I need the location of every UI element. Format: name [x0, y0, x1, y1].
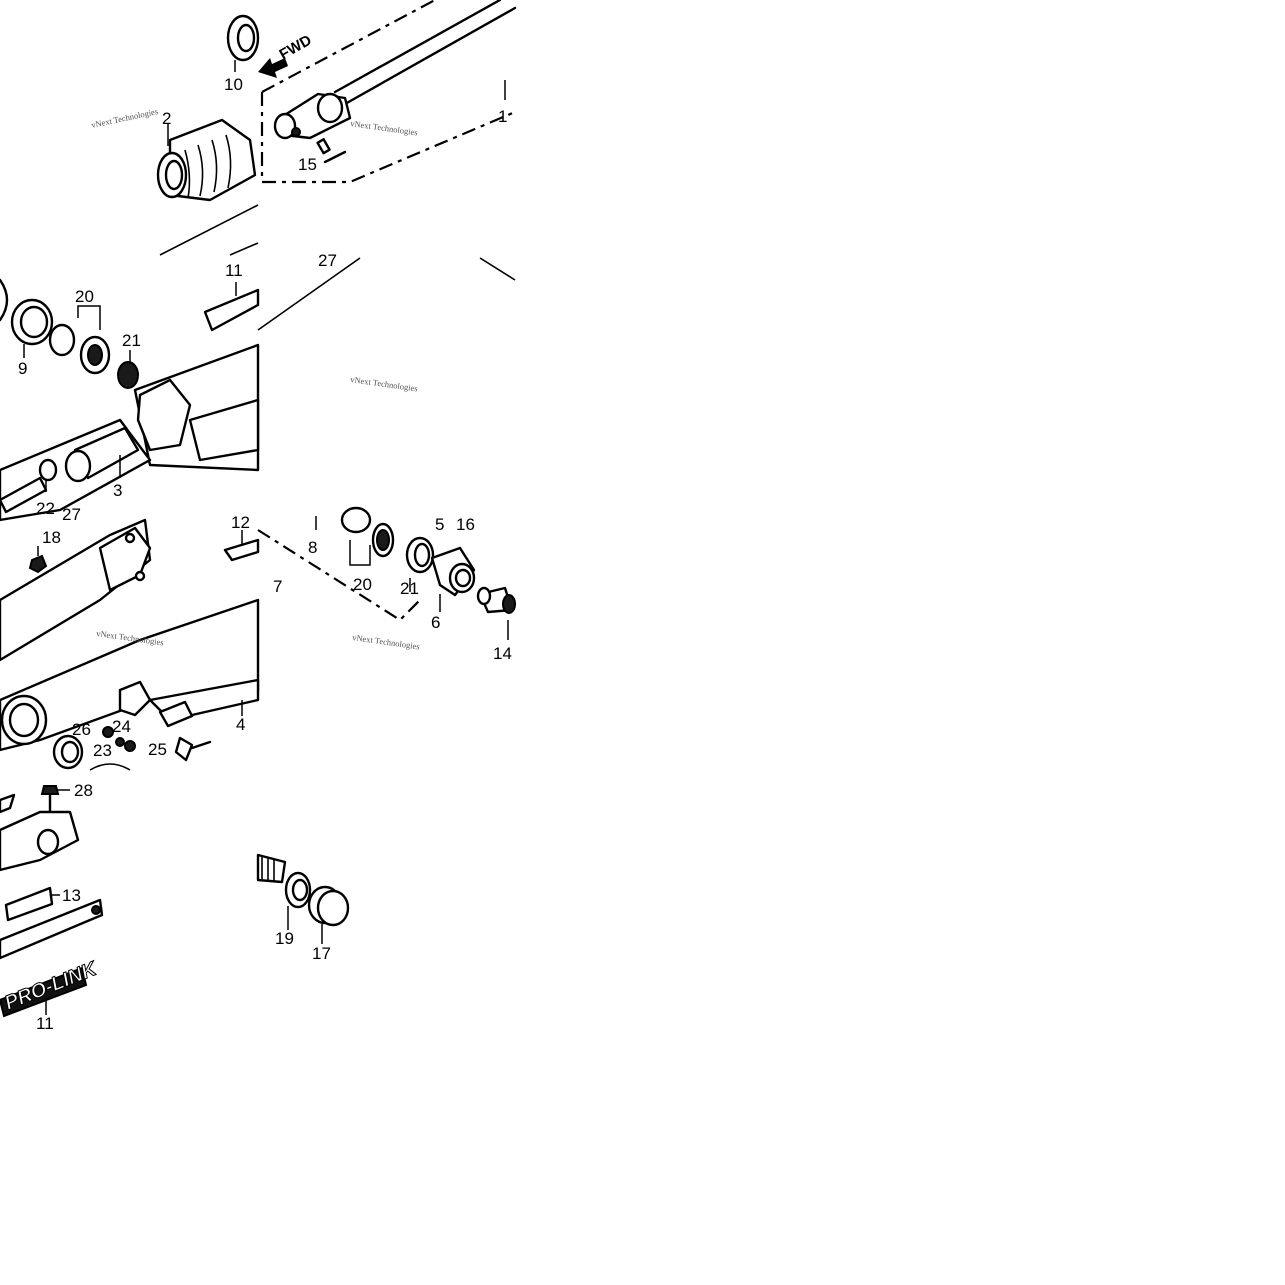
pivot-shaft-3 [64, 426, 140, 483]
cap-17 [307, 885, 350, 944]
callout-27-top: 27 [318, 251, 337, 270]
callout-11-bottom: 11 [36, 1014, 54, 1033]
callout-5: 5 [435, 515, 444, 534]
dash-lines-middle [257, 257, 516, 331]
callout-13: 13 [62, 886, 81, 905]
callout-25: 25 [148, 740, 167, 759]
callout-19: 19 [275, 929, 294, 948]
callout-6: 6 [431, 613, 440, 632]
callout-10: 10 [224, 75, 243, 94]
watermark: vNext Technologies [352, 632, 421, 651]
bracket-23-26 [102, 680, 212, 762]
bearing-cup-9 [0, 278, 54, 358]
callout-14: 14 [493, 644, 512, 663]
watermark: vNext Technologies [350, 374, 419, 393]
callout-4: 4 [236, 715, 245, 734]
callout-27-left: 27 [62, 505, 81, 524]
callout-8: 8 [308, 538, 317, 557]
watermark: vNext Technologies [90, 106, 159, 130]
rubber-boot-2 [156, 118, 257, 202]
callout-3: 3 [113, 481, 122, 500]
callout-20-left: 20 [75, 287, 94, 306]
fwd-arrow: FWD [258, 32, 315, 78]
bearing-20-left [48, 305, 111, 375]
callout-21-right: 21 [400, 579, 419, 598]
callout-2: 2 [162, 109, 171, 128]
callout-17: 17 [312, 944, 331, 963]
callout-24: 24 [112, 717, 131, 736]
bolt-15 [316, 138, 347, 164]
seal-10 [226, 14, 260, 72]
callout-21-left: 21 [122, 331, 141, 350]
oring-22 [0, 458, 58, 514]
callout-15: 15 [298, 155, 317, 174]
callout-18: 18 [42, 528, 61, 547]
callout-20-right: 20 [353, 575, 372, 594]
callout-26: 26 [72, 720, 91, 739]
callout-16: 16 [456, 515, 475, 534]
seal-left-lower [52, 734, 131, 771]
callout-28: 28 [74, 781, 93, 800]
callout-23: 23 [93, 741, 112, 760]
decal-12 [223, 530, 260, 562]
decal-11-top [203, 282, 260, 332]
callouts: 10 2 1 15 11 27 20 21 9 3 22 27 18 12 5 … [18, 75, 512, 1033]
swingarm-lower [0, 793, 104, 960]
callout-22: 22 [36, 499, 55, 518]
callout-9: 9 [18, 359, 27, 378]
fwd-label: FWD [277, 32, 315, 64]
bearing-group-right [257, 506, 516, 640]
watermark: vNext Technologies [350, 118, 419, 137]
callout-11-top: 11 [225, 261, 243, 280]
nut-19 [284, 871, 312, 930]
callout-7: 7 [273, 577, 282, 596]
drive-shaft-1 [260, 0, 517, 184]
callout-1: 1 [498, 107, 507, 126]
callout-12: 12 [231, 513, 250, 532]
shaft-end [256, 853, 287, 884]
decal-13 [4, 886, 60, 922]
bolt-18 [28, 546, 48, 574]
seal-21-left [117, 350, 139, 389]
decal-11-bottom: PRO-LINK [0, 957, 101, 1018]
